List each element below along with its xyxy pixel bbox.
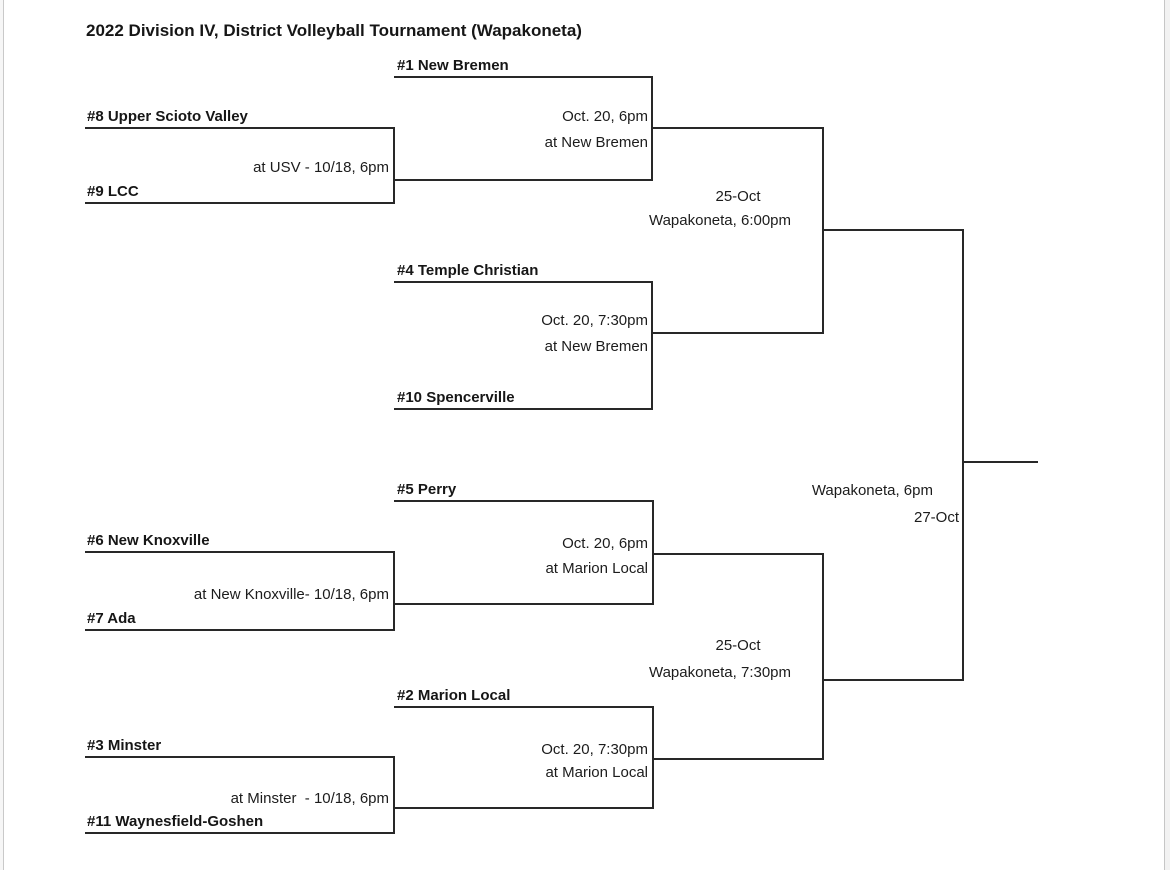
schedule-qf4-datetime: Oct. 20, 7:30pm [541, 741, 648, 758]
team-label-minster: #3 Minster [87, 737, 162, 754]
connector-r1-nk-ada [393, 551, 395, 631]
schedule-qf3-datetime: Oct. 20, 6pm [562, 535, 648, 552]
line-championship [962, 461, 1038, 463]
line-winner-sf2 [822, 679, 964, 681]
team-label-lcc: #9 LCC [87, 183, 139, 200]
schedule-qf1-datetime: Oct. 20, 6pm [562, 108, 648, 125]
connector-qf3 [652, 500, 654, 605]
line-winner-usv-lcc [393, 179, 653, 181]
line-upper-scioto-valley-seed [85, 127, 395, 129]
schedule-r1-usv-lcc: at USV - 10/18, 6pm [253, 159, 389, 176]
team-label-marion-local: #2 Marion Local [397, 687, 511, 704]
connector-r1-usv-lcc [393, 127, 395, 204]
page-edge-left [0, 0, 4, 870]
connector-sf1 [822, 127, 824, 334]
connector-qf1 [651, 76, 653, 181]
schedule-sf2-date: 25-Oct [715, 637, 761, 654]
schedule-qf3-site: at Marion Local [545, 560, 648, 577]
schedule-qf1-site: at New Bremen [544, 134, 648, 151]
line-winner-qf2 [651, 332, 824, 334]
line-perry-seed [394, 500, 654, 502]
line-winner-minster-wg [393, 807, 654, 809]
connector-qf2 [651, 281, 653, 410]
line-ada-seed [85, 629, 395, 631]
line-lcc-seed [85, 202, 395, 204]
schedule-sf1-site: Wapakoneta, 6:00pm [648, 212, 792, 229]
connector-sf2 [822, 553, 824, 760]
line-new-bremen-seed [394, 76, 653, 78]
line-winner-sf1 [822, 229, 964, 231]
connector-qf4 [652, 706, 654, 809]
schedule-sf1-date: 25-Oct [715, 188, 761, 205]
line-new-knoxville-seed [85, 551, 395, 553]
schedule-final-date: 27-Oct [913, 509, 959, 526]
schedule-r1-nk-ada: at New Knoxville- 10/18, 6pm [193, 586, 389, 603]
schedule-qf2-site: at New Bremen [544, 338, 648, 355]
page-title: 2022 Division IV, District Volleyball To… [86, 21, 582, 40]
schedule-final-site: Wapakoneta, 6pm [811, 482, 933, 499]
team-label-spencerville: #10 Spencerville [397, 389, 515, 406]
schedule-sf2-site: Wapakoneta, 7:30pm [648, 664, 792, 681]
team-label-perry: #5 Perry [397, 481, 457, 498]
page-edge-right [1164, 0, 1170, 870]
line-temple-christian-seed [394, 281, 653, 283]
team-label-ada: #7 Ada [87, 610, 136, 627]
line-waynesfield-goshen-seed [85, 832, 395, 834]
schedule-r1-minster-wg: at Minster - 10/18, 6pm [230, 790, 389, 807]
connector-r1-minster-wg [393, 756, 395, 834]
team-label-waynesfield-goshen: #11 Waynesfield-Goshen [87, 813, 264, 830]
line-marion-local-seed [394, 706, 654, 708]
line-spencerville-seed [394, 408, 653, 410]
team-label-new-bremen: #1 New Bremen [397, 57, 509, 74]
line-winner-qf4 [652, 758, 824, 760]
team-label-new-knoxville: #6 New Knoxville [87, 532, 210, 549]
line-winner-nk-ada [393, 603, 654, 605]
schedule-qf2-datetime: Oct. 20, 7:30pm [541, 312, 648, 329]
line-winner-qf1 [651, 127, 824, 129]
schedule-qf4-site: at Marion Local [545, 764, 648, 781]
team-label-temple-christian: #4 Temple Christian [397, 262, 539, 279]
line-minster-seed [85, 756, 395, 758]
connector-final [962, 229, 964, 681]
line-winner-qf3 [652, 553, 824, 555]
team-label-upper-scioto-valley: #8 Upper Scioto Valley [87, 108, 248, 125]
